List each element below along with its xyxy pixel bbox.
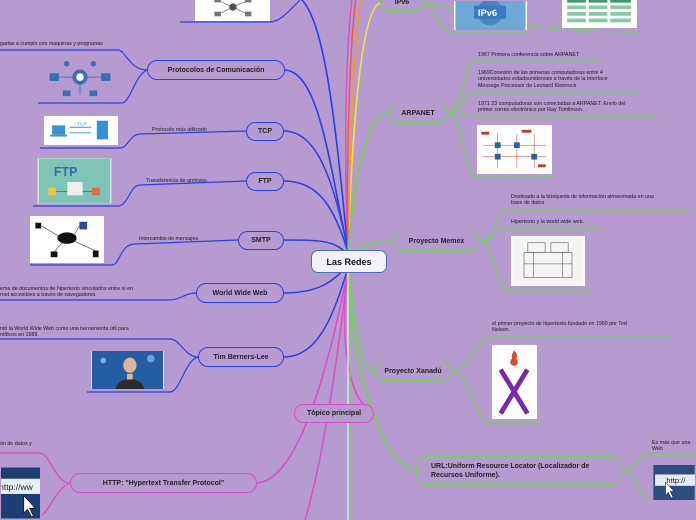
link-arpanet-img	[447, 112, 555, 177]
http-image: http://ww	[0, 466, 41, 520]
note-arpanet-3b: primer correo electrónico por Ray Tomlin…	[478, 107, 584, 113]
node-smtp[interactable]: SMTP	[238, 231, 284, 250]
link-central-bottom	[304, 269, 349, 520]
link-memex-note2	[479, 227, 600, 242]
note-xanadu-1b: Nelson.	[492, 327, 510, 333]
node-ftp[interactable]: FTP	[246, 172, 284, 191]
node-www[interactable]: World Wide Web	[196, 283, 284, 303]
note-ftp: Transferencia de archivos	[146, 178, 207, 184]
link-central-ipv6-orange	[347, 0, 363, 249]
node-http[interactable]: HTTP: "Hypertext Transfer Protocol"	[70, 473, 257, 493]
note-tim-2: ntíficos en 1989.	[0, 332, 39, 338]
url-image-text: http://	[666, 476, 686, 485]
link-protocolos-note	[0, 49, 148, 71]
note-arpanet-3a: 1971 23 computadoras son conectadas a AR…	[478, 101, 626, 107]
note-memex-1a: Destinado a la búsqueda de información a…	[511, 194, 654, 200]
link-central-tcp	[283, 130, 349, 251]
network-diagram-image-top	[195, 0, 270, 21]
note-smtp: Intercambio de mensajes	[139, 236, 199, 242]
link-ipv6-img1	[423, 2, 530, 33]
smtp-image	[30, 216, 104, 263]
link-memex-note1	[479, 209, 692, 242]
protocol-icons-image	[42, 57, 118, 101]
note-memex-1b: base de datos	[511, 200, 545, 206]
url-image: http://	[652, 464, 696, 501]
node-protocolos[interactable]: Protocolos de Comunicación	[147, 60, 285, 80]
tcp-image: TCP	[44, 116, 118, 145]
link-top-img	[180, 0, 301, 23]
ipv6-image-text: IPv6	[478, 8, 497, 18]
link-xanadu-img	[451, 370, 542, 424]
node-arpanet[interactable]: ARPANET	[388, 103, 448, 123]
link-http-img	[41, 482, 71, 516]
note-arpanet-1: 1967 Primera conferencia sobre ARPANET	[478, 52, 580, 58]
tim-berners-lee-photo	[90, 350, 165, 390]
node-topico[interactable]: Tópico principal	[294, 404, 374, 423]
link-central-pink-top	[344, 0, 353, 249]
link-central-ftp	[283, 180, 349, 253]
node-memex[interactable]: Proyecto Memex	[393, 231, 480, 251]
link-arpanet-note2	[447, 91, 640, 114]
note-www-1: ema de documentos de hipertexto vinculad…	[0, 286, 134, 292]
tcp-image-text: TCP	[77, 121, 86, 126]
link-smtp-note	[30, 239, 239, 266]
note-arpanet-2a: 1969Conexión de las primeras computadora…	[478, 70, 603, 76]
link-arpanet-note3	[447, 112, 658, 117]
node-ipv6[interactable]: IPv6	[380, 0, 424, 11]
link-xanadu-note	[451, 336, 672, 372]
ftp-image-text: FTP	[54, 165, 77, 179]
note-tim-1: ntó la World Wide Web como una herramien…	[0, 326, 129, 332]
link-ftp-note	[33, 180, 247, 207]
memex-sketch-image	[511, 236, 585, 286]
link-central-tim	[283, 267, 349, 358]
node-tcp[interactable]: TCP	[246, 122, 284, 141]
link-url-note	[621, 454, 696, 471]
arpanet-map-image	[477, 125, 552, 174]
note-xanadu-1a: el primer proyecto de hipertexto fundado…	[492, 321, 627, 327]
link-www-note	[0, 292, 197, 301]
link-http-note	[0, 452, 71, 484]
link-tcp-note	[40, 130, 247, 149]
link-central-ipv6-red	[346, 0, 357, 249]
link-tim-img	[87, 356, 199, 393]
link-central-top	[300, 0, 349, 251]
link-url-img	[621, 469, 653, 501]
note-www-2: rnet accesibles a través de navegadores.	[0, 292, 97, 298]
note-arpanet-2b: universidades estadounidenses a través d…	[478, 76, 608, 82]
ipv6-table-image	[562, 0, 637, 28]
xanadu-logo-image	[492, 345, 537, 419]
note-tcp: Protocolo más utilizado	[152, 127, 207, 133]
note-protocolos: gadas a cumplir con maquinas y programas	[0, 41, 103, 47]
note-http: ón de datos y	[0, 441, 32, 447]
ftp-image: FTP	[37, 158, 112, 204]
ipv6-image: IPv6	[453, 0, 528, 31]
node-tim[interactable]: Tim Berners-Lee	[198, 347, 284, 367]
link-tim-note	[0, 338, 199, 358]
note-arpanet-2c: Message Processor de Leonard Kleinrock	[478, 82, 577, 89]
note-url-1a: Es más que una	[652, 440, 691, 446]
node-xanadu[interactable]: Proyecto Xanadú	[374, 361, 452, 381]
link-protocolos-img	[38, 69, 148, 104]
central-topic[interactable]: Las Redes	[311, 250, 387, 273]
link-arpanet-note1	[447, 59, 600, 114]
node-url[interactable]: URL:Uniform Resource Locator (Localizado…	[416, 456, 622, 485]
link-memex-img	[479, 240, 590, 291]
link-central-arpanet	[347, 112, 389, 251]
link-central-ipv6-yellow	[347, 2, 381, 249]
http-image-text: http://ww	[1, 482, 34, 492]
note-memex-2: Hipertexto y la world wide web.	[511, 219, 585, 225]
note-url-1b: Web	[652, 446, 663, 452]
